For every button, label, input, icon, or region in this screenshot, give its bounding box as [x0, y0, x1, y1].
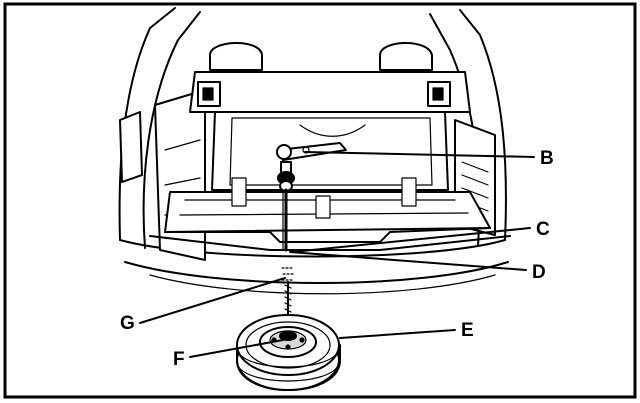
callout-f: F	[173, 349, 185, 370]
spare-tire	[237, 315, 340, 390]
callout-e: E	[461, 320, 474, 341]
callout-c: C	[536, 219, 550, 240]
callout-b: B	[540, 148, 554, 169]
callout-g: G	[120, 313, 135, 334]
callout-d: D	[532, 262, 546, 283]
